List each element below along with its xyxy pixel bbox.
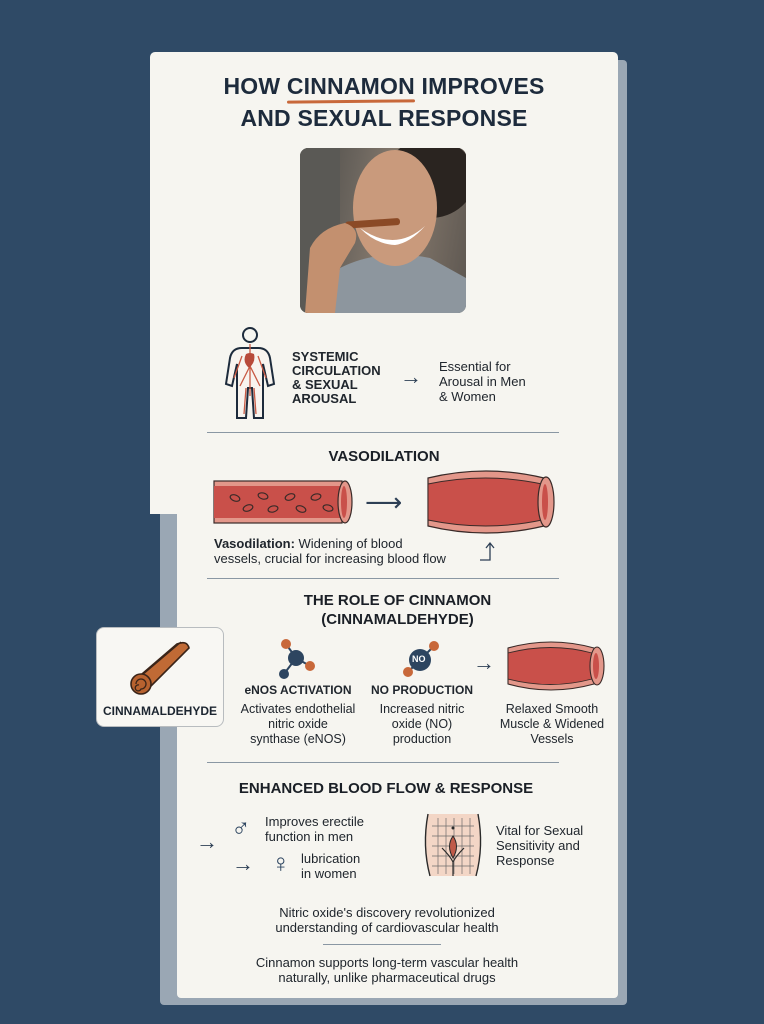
section-divider [207,578,559,579]
no-production-title: NO PRODUCTION [371,683,473,697]
no-molecule-icon: NO [400,640,442,685]
title-highlight: CINNAMON [287,70,415,102]
cinnamaldehyde-card: CINNAMALDEHYDE [96,627,224,727]
arrow-right-icon: → [473,650,495,675]
vasodilation-definition: Vasodilation: Widening of blood vessels,… [214,536,446,566]
widened-vessel-icon [506,640,606,697]
nitric-oxide-fact: Nitric oxide's discovery revolutionized … [275,905,499,935]
circulation-result: Essential for Arousal in Men & Women [439,359,526,404]
enos-activation-text: Activates endothelial nitric oxide synth… [240,702,356,746]
enos-activation-title: eNOS ACTIVATION [244,683,352,697]
cinnamaldehyde-label: CINNAMALDEHYDE [103,704,217,718]
cinnamon-stick-icon [127,638,193,703]
arrow-right-icon: ⟶ [365,487,403,517]
sensitivity-text: Vital for Sexual Sensitivity and Respons… [496,823,584,868]
infographic-card-bottom [177,500,618,998]
widened-vessel-icon [426,470,556,539]
no-production-text: Increased nitric oxide (NO) production [379,702,465,746]
arrow-right-icon: → [196,829,218,854]
vasodilation-heading: VASODILATION [328,448,440,465]
cinnamon-role-heading: THE ROLE OF CINNAMON (CINNAMALDEHYDE) [303,592,492,628]
male-benefit-text: Improves erectile function in men [265,814,364,844]
corner-arrow-up-icon [478,540,496,569]
page-title: HOW CINNAMON IMPROVES AND SEXUAL RESPONS… [150,70,618,134]
arrow-right-icon: → [232,851,254,876]
human-circulatory-system-icon [222,326,278,427]
no-badge: NO [412,654,426,664]
female-symbol-icon: ♀ [271,848,291,878]
male-symbol-icon: ♂ [231,813,251,843]
section-divider [207,432,559,433]
footer-divider [323,944,441,945]
pelvic-anatomy-icon [420,812,486,883]
cinnamon-vascular-fact: Cinnamon supports long-term vascular hea… [255,955,519,985]
woman-eating-cinnamon-photo [300,148,466,313]
circulation-label: SYSTEMIC CIRCULATION & SEXUAL AROUSAL [292,349,381,406]
molecule-icon [276,636,318,687]
relaxed-vessels-text: Relaxed Smooth Muscle & Widened Vessels [499,702,605,746]
female-benefit-text: lubrication in women [301,851,361,881]
narrow-vessel-icon [213,480,353,529]
enhanced-heading: ENHANCED BLOOD FLOW & RESPONSE [238,780,534,797]
arrow-right-icon: → [400,364,422,389]
section-divider [207,762,559,763]
